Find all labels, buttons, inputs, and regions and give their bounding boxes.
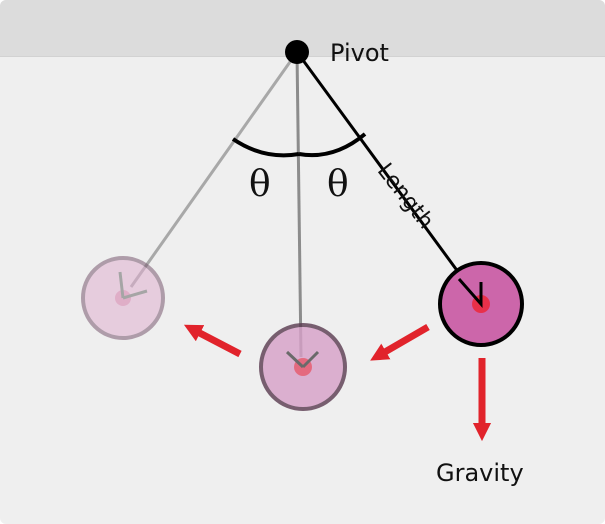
theta-arc-left	[231, 137, 300, 158]
velocity-arrow-right	[370, 323, 430, 361]
string-current	[295, 51, 477, 296]
theta-label-right: θ	[327, 164, 349, 205]
pivot-point	[285, 40, 309, 64]
theta-arc-right	[298, 132, 367, 158]
string-left	[129, 51, 299, 288]
theta-label-left: θ	[249, 164, 271, 205]
pivot-label: Pivot	[330, 39, 389, 67]
string-middle	[295, 51, 303, 358]
bob-left	[81, 256, 165, 340]
bob-middle	[259, 323, 347, 411]
velocity-arrow-left	[183, 324, 242, 358]
gravity-label: Gravity	[436, 459, 524, 487]
bob-current	[438, 261, 524, 347]
